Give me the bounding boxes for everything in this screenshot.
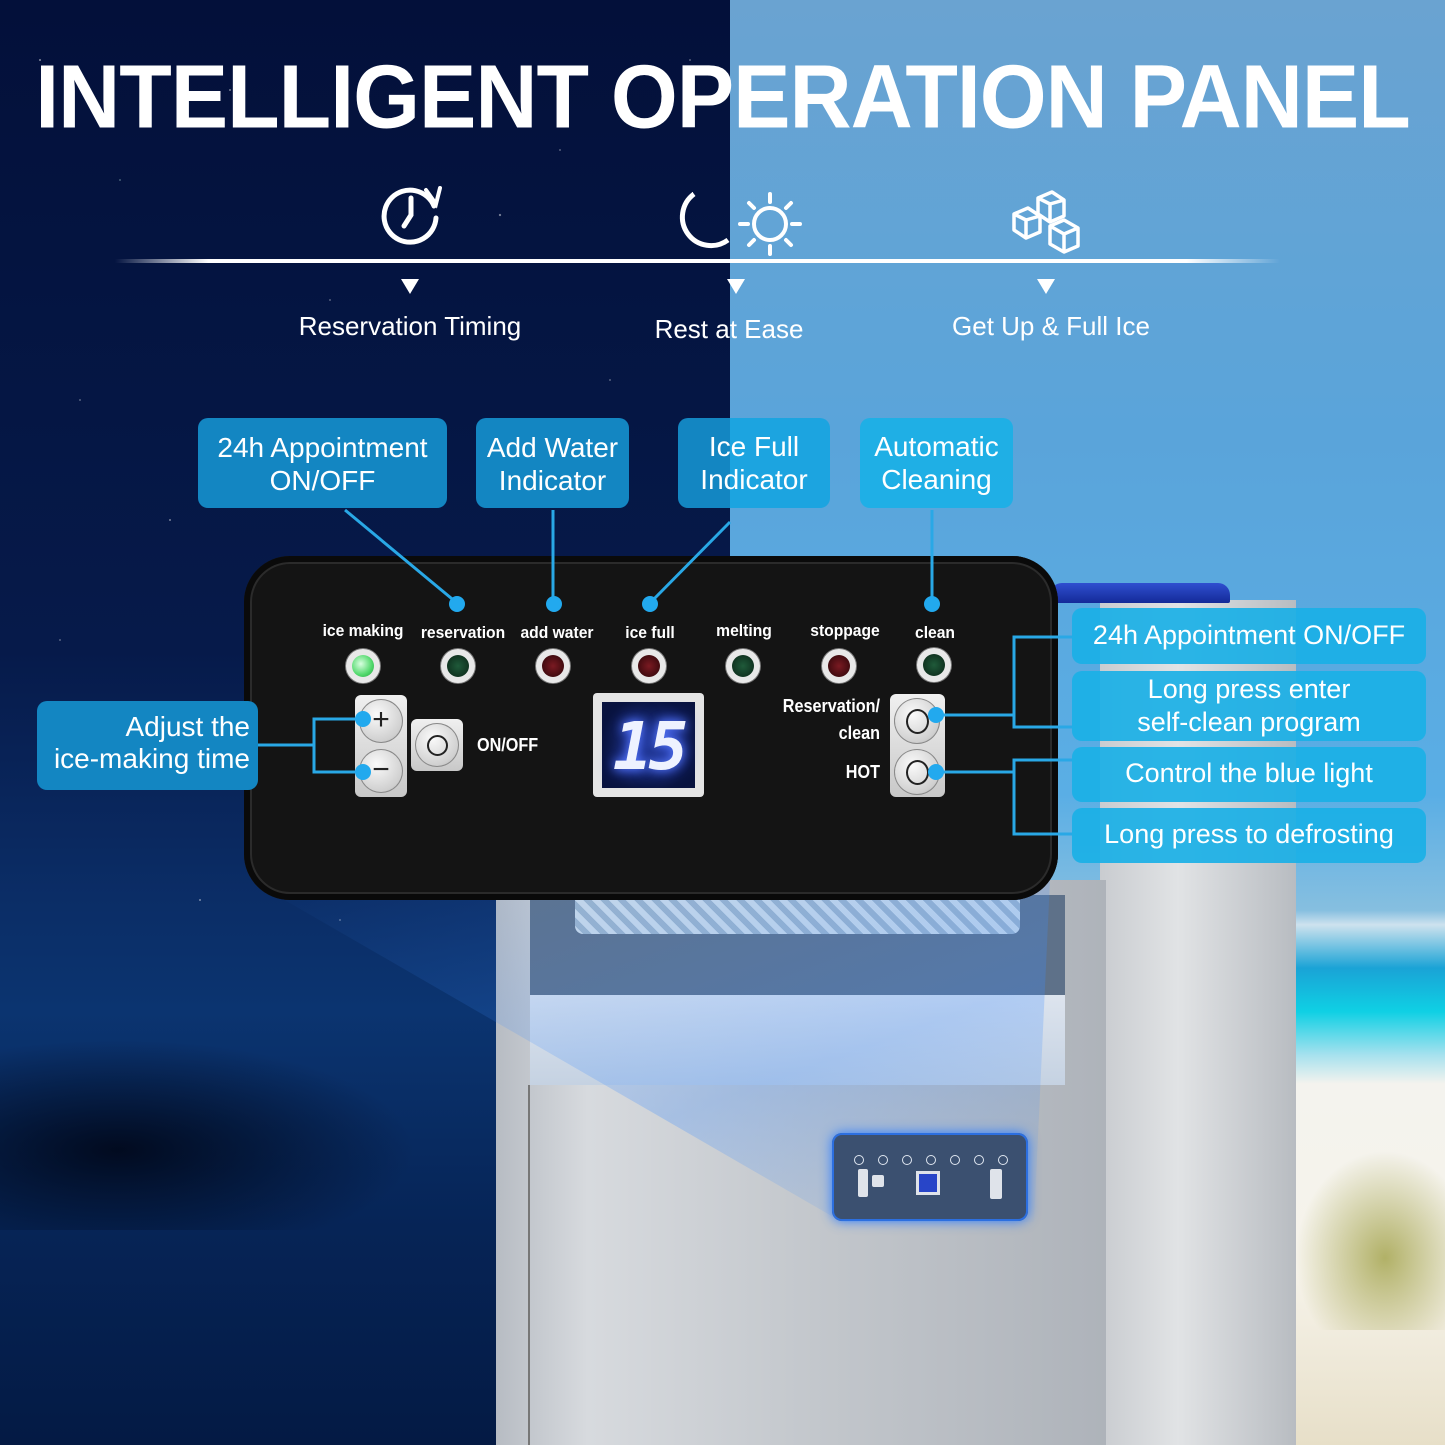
led-reservation <box>441 649 475 683</box>
machine-shelf <box>530 995 1065 1085</box>
timeline-label-full-ice: Get Up & Full Ice <box>952 311 1150 341</box>
mini-display <box>916 1171 940 1195</box>
led-ice-full <box>632 649 666 683</box>
callout-right-blue-light: Control the blue light <box>1072 747 1426 802</box>
mini-led <box>926 1155 936 1165</box>
callout-ice-full: Ice Full Indicator <box>678 418 830 508</box>
indicator-label-clean: clean <box>914 623 955 642</box>
arrow-down-icon <box>727 279 745 294</box>
sun-icon <box>736 190 804 263</box>
callout-text: ON/OFF <box>269 465 376 496</box>
arrow-down-icon <box>401 279 419 294</box>
mini-led <box>902 1155 912 1165</box>
callout-text: Indicator <box>498 465 607 496</box>
callout-text: 24h Appointment ON/OFF <box>1092 620 1406 650</box>
indicator-label-add-water: add water <box>520 623 594 642</box>
arrow-down-icon <box>1037 279 1055 294</box>
indicator-label-ice-making: ice making <box>322 621 404 640</box>
callout-24h-appointment: 24h Appointment ON/OFF <box>198 418 447 508</box>
mini-led <box>974 1155 984 1165</box>
led-clean <box>917 648 951 682</box>
mini-plus-minus <box>858 1169 868 1197</box>
mini-led <box>878 1155 888 1165</box>
callout-text: Long press enter <box>1147 674 1351 704</box>
page-title: INTELLIGENT OPERATION PANEL <box>35 46 1411 148</box>
callout-text: Cleaning <box>881 464 992 495</box>
mini-onoff <box>872 1175 884 1187</box>
led-add-water <box>536 649 570 683</box>
minus-icon: − <box>372 753 390 786</box>
callout-text: Indicator <box>700 464 808 495</box>
callout-text: 24h Appointment <box>217 432 428 463</box>
mini-control-panel <box>832 1133 1028 1221</box>
button-ring-icon <box>906 760 929 785</box>
hot-label: HOT <box>845 762 880 782</box>
callout-right-24h: 24h Appointment ON/OFF <box>1072 608 1426 664</box>
callout-text: Add Water <box>486 432 619 463</box>
display-screen: 15 <box>602 702 695 788</box>
callout-text: Control the blue light <box>1125 758 1373 788</box>
timer-display: 15 <box>593 693 704 797</box>
mini-led <box>854 1155 864 1165</box>
reservation-clean-label-2: clean <box>838 723 880 743</box>
ice-basket <box>575 900 1020 934</box>
machine-lid <box>1050 583 1230 603</box>
led-stoppage <box>822 649 856 683</box>
callout-text: Adjust the <box>125 711 250 742</box>
clock-refresh-icon <box>376 178 446 253</box>
indicator-label-stoppage: stoppage <box>810 621 880 640</box>
reservation-clean-label-1: Reservation/ <box>782 696 880 716</box>
callout-right-self-clean: Long press enter self-clean program <box>1072 671 1426 741</box>
indicator-label-melting: melting <box>716 621 772 640</box>
mini-display-screen <box>919 1174 937 1192</box>
ice-cubes-icon <box>1008 190 1084 261</box>
callout-right-defrost: Long press to defrosting <box>1072 808 1426 863</box>
led-melting <box>726 649 760 683</box>
callout-add-water: Add Water Indicator <box>476 418 629 508</box>
button-ring-icon <box>906 709 929 734</box>
callout-text: ice-making time <box>53 743 250 774</box>
button-ring-icon <box>427 735 448 756</box>
beach-grass <box>1295 1150 1445 1330</box>
callout-text: Ice Full <box>708 431 800 462</box>
timeline-label-rest: Rest at Ease <box>654 314 804 344</box>
onoff-label: ON/OFF <box>477 735 539 755</box>
onoff-button[interactable] <box>415 723 459 767</box>
night-dune-grass <box>0 1030 440 1230</box>
door-edge <box>528 1085 530 1445</box>
timeline-bar <box>115 259 1280 263</box>
mini-right-buttons <box>990 1169 1002 1199</box>
led-ice-making <box>346 649 380 683</box>
display-value: 15 <box>612 708 688 785</box>
callout-automatic-cleaning: Automatic Cleaning <box>860 418 1013 508</box>
indicator-label-ice-full: ice full <box>625 623 675 642</box>
mini-led <box>998 1155 1008 1165</box>
callout-adjust-time: Adjust the ice-making time <box>37 701 258 790</box>
callout-text: self-clean program <box>1137 707 1361 737</box>
timeline-label-reservation: Reservation Timing <box>298 311 522 341</box>
moon-icon <box>664 188 734 263</box>
mini-led <box>950 1155 960 1165</box>
plus-icon: + <box>372 703 390 736</box>
indicator-label-reservation: reservation <box>420 623 506 642</box>
callout-text: Long press to defrosting <box>1104 819 1394 849</box>
minus-button[interactable]: − <box>359 749 403 793</box>
callout-text: Automatic <box>874 431 999 462</box>
